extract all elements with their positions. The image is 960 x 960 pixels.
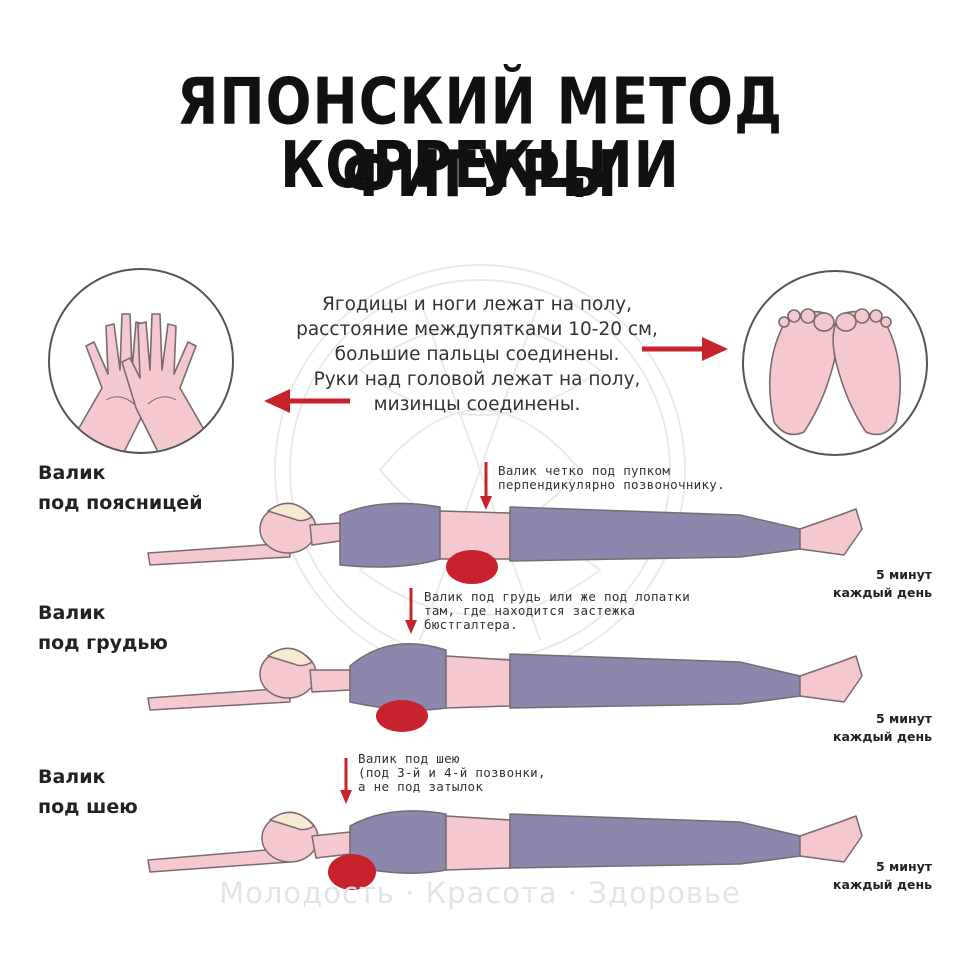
instructions-line: большие пальцы соединены. <box>334 344 620 365</box>
hands-illustration <box>48 268 234 454</box>
instructions-line: мизинцы соединены. <box>373 394 581 415</box>
instructions-line: Руки над головой лежат на полу, <box>313 369 641 390</box>
hands-icon <box>71 313 211 452</box>
duration-line: каждый день <box>833 585 932 600</box>
arrow-left-icon <box>264 389 350 413</box>
duration-line: 5 минут <box>875 711 932 726</box>
step-2-duration: 5 минут каждый день <box>833 710 932 746</box>
roller-icon <box>376 700 428 732</box>
arrow-down-icon <box>480 462 492 510</box>
step-1-duration: 5 минут каждый день <box>833 566 932 602</box>
step-label-line: под шею <box>38 796 138 818</box>
feet-illustration <box>742 270 928 456</box>
step-2-note: Валик под грудь или же под лопатки там, … <box>424 590 690 632</box>
note-line: Валик четко под пупком <box>498 463 671 478</box>
arrow-right-icon <box>642 337 728 361</box>
note-line: перпендикулярно позвоночнику. <box>498 477 725 492</box>
duration-line: каждый день <box>833 877 932 892</box>
instructions-text: Ягодицы и ноги лежат на полу, расстояние… <box>262 292 692 417</box>
step-3-duration: 5 минут каждый день <box>833 858 932 894</box>
note-line: там, где находится застежка <box>424 603 636 618</box>
duration-line: каждый день <box>833 729 932 744</box>
step-label-line: Валик <box>38 462 106 484</box>
step-3-note: Валик под шею (под 3-й и 4-й позвонки, а… <box>358 752 546 794</box>
step-label-line: Валик <box>38 602 106 624</box>
page-title-line-2: ФИГУРЫ <box>341 137 619 212</box>
step-1-figure <box>147 502 863 584</box>
duration-line: 5 минут <box>875 567 932 582</box>
feet-icon <box>768 308 902 436</box>
step-3-figure <box>147 810 863 890</box>
step-label-line: под поясницей <box>38 492 203 514</box>
note-line: Валик под грудь или же под лопатки <box>424 589 691 604</box>
instructions-line: расстояние междупятками 10-20 см, <box>296 319 658 340</box>
note-line: бюстгалтера. <box>424 617 518 632</box>
arrow-down-icon <box>405 588 417 634</box>
note-line: (под 3-й и 4-й позвонки, <box>358 765 546 780</box>
arrow-down-icon <box>340 758 352 804</box>
step-label-line: Валик <box>38 766 106 788</box>
watermark-text: Молодость · Красота · Здоровье <box>219 876 741 910</box>
note-line: Валик под шею <box>358 751 460 766</box>
step-label-line: под грудью <box>38 632 168 654</box>
step-2-label: Валик под грудью <box>38 598 168 658</box>
step-2-figure <box>147 643 863 732</box>
step-3-label: Валик под шею <box>38 762 138 822</box>
roller-icon <box>446 550 498 584</box>
step-1-note: Валик четко под пупком перпендикулярно п… <box>498 464 725 492</box>
duration-line: 5 минут <box>875 859 932 874</box>
note-line: а не под затылок <box>358 779 484 794</box>
page-title-line-1: ЯПОНСКИЙ МЕТОД КОРРЕКЦИИ <box>176 64 784 203</box>
step-1-label: Валик под поясницей <box>38 458 203 518</box>
roller-icon <box>328 854 376 890</box>
instructions-line: Ягодицы и ноги лежат на полу, <box>322 294 632 315</box>
